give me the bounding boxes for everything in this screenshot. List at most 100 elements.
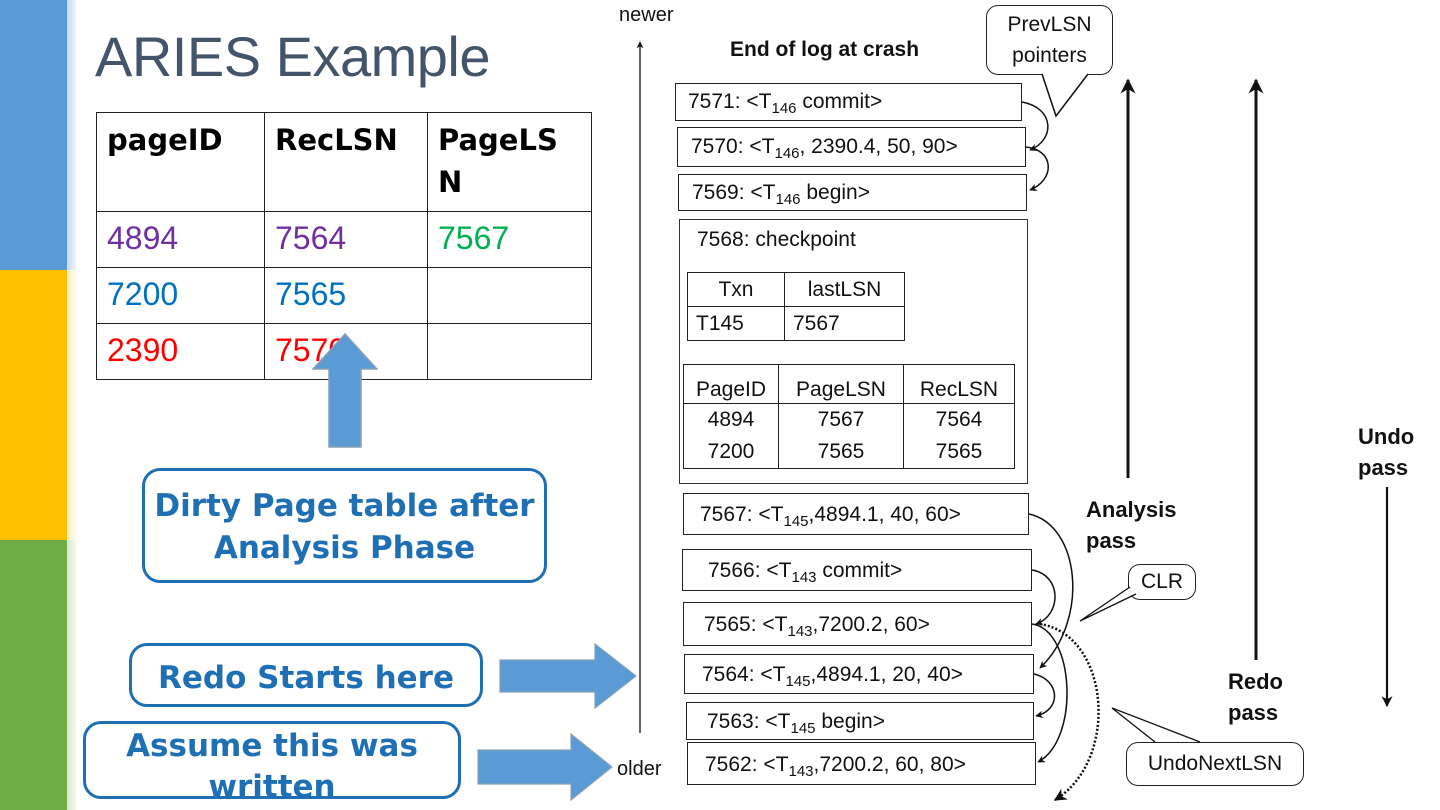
label-line: Analysis [1086, 497, 1177, 522]
table-header-row: Txn lastLSN [687, 272, 905, 307]
log-txn: 145 [790, 720, 816, 737]
cell-pagelsn: 7565 [778, 436, 904, 469]
log-prefix: <T [765, 710, 791, 733]
cell-pagelsn [427, 267, 592, 324]
callout-dirty-page-table: Dirty Page table after Analysis Phase [142, 468, 547, 583]
log-record: 7563: <T145 begin> [686, 702, 1034, 740]
right-block-arrow-icon [499, 643, 637, 709]
log-prefix: <T [749, 135, 775, 158]
log-txn: 143 [788, 763, 814, 780]
log-record: 7565: <T143,7200.2, 60> [683, 602, 1032, 646]
log-prefix: <T [762, 613, 788, 636]
cell-pageid: 4894 [683, 403, 779, 436]
label-line: pass [1086, 528, 1137, 553]
sidebar-strip-green [67, 540, 76, 810]
table-row: 2390 7570 [96, 323, 592, 380]
header-lastlsn: lastLSN [784, 272, 905, 307]
prevlsn-pointer [1031, 623, 1068, 763]
undonextlsn-pointer [1039, 622, 1100, 802]
header-txn: Txn [687, 272, 785, 307]
sidebar-band-green [0, 540, 67, 810]
log-body: ,4894.1, 20, 40> [810, 663, 963, 686]
callout-assume-written: Assume this was written [83, 721, 461, 805]
prevlsn-pointers-bubble: PrevLSN pointers [986, 5, 1113, 75]
log-record: 7564: <T145,4894.1, 20, 40> [684, 654, 1034, 694]
prevlsn-pointer [1033, 673, 1056, 719]
log-txn: 145 [785, 673, 811, 690]
bubble-tail [1111, 707, 1201, 743]
log-txn: 143 [791, 569, 817, 586]
label-line: pass [1228, 700, 1279, 725]
log-body: ,4894.1, 40, 60> [808, 503, 961, 526]
sidebar-strip-blue [67, 0, 76, 270]
log-txn: 146 [774, 145, 800, 162]
transaction-table: Txn lastLSN T145 7567 [687, 272, 905, 341]
log-prefix: <T [758, 503, 784, 526]
table-row: 4894 7564 7567 [96, 211, 592, 268]
log-lsn: 7562 [705, 753, 752, 776]
log-prefix: <T [746, 90, 772, 113]
cell-reclsn: 7564 [903, 403, 1015, 436]
log-txn: 143 [787, 623, 813, 640]
prevlsn-pointer [1031, 569, 1056, 626]
cell-pagelsn: 7567 [778, 403, 904, 436]
cell-txn: T145 [687, 306, 785, 341]
log-body: begin> [815, 710, 885, 733]
log-record: 7567: <T145,4894.1, 40, 60> [683, 493, 1029, 535]
bubble-line: pointers [1012, 44, 1087, 67]
cell-reclsn: 7565 [264, 267, 428, 324]
clr-bubble: CLR [1128, 564, 1196, 600]
header-reclsn: RecLSN [264, 112, 428, 212]
log-txn: 145 [783, 513, 809, 530]
end-of-log-label: End of log at crash [730, 38, 920, 61]
log-body: begin> [800, 181, 870, 204]
log-body: commit> [796, 90, 883, 113]
log-body: ,7200.2, 60> [812, 613, 930, 636]
table-row: 7200 7565 [96, 267, 592, 324]
right-block-arrow-icon [477, 733, 613, 801]
callout-redo-starts: Redo Starts here [129, 643, 483, 707]
log-lsn: 7565 [704, 613, 751, 636]
log-record: 7562: <T143,7200.2, 60, 80> [687, 742, 1036, 785]
checkpoint-record [679, 219, 1028, 484]
undo-pass-label: Undo pass [1358, 421, 1414, 483]
table-row: 7200 7565 7565 [683, 436, 1015, 469]
log-body: commit> [816, 559, 903, 582]
cell-pageid: 2390 [96, 323, 265, 380]
bubble-line: PrevLSN [1007, 13, 1092, 36]
log-record: 7571: <T146 commit> [675, 83, 1022, 121]
checkpoint-dirty-page-table: PageID PageLSN RecLSN 4894 7567 7564 720… [683, 364, 1015, 469]
cell-pageid: 4894 [96, 211, 265, 268]
cell-pageid: 7200 [96, 267, 265, 324]
cell-reclsn: 7565 [903, 436, 1015, 469]
table-row: T145 7567 [687, 306, 905, 341]
cell-pageid: 7200 [683, 436, 779, 469]
table-header-row: PageID PageLSN RecLSN [683, 364, 1015, 404]
cell-reclsn: 7564 [264, 211, 428, 268]
sidebar-band-blue [0, 0, 67, 270]
up-block-arrow-icon [312, 333, 378, 448]
header-pagelsn: PageLSN [778, 364, 904, 404]
log-lsn: 7567 [700, 503, 747, 526]
bubble-tail [1079, 586, 1137, 622]
header-pageid: PageID [683, 364, 779, 404]
log-record: 7569: <T146 begin> [678, 174, 1027, 211]
log-lsn: 7566 [708, 559, 755, 582]
redo-pass-label: Redo pass [1228, 666, 1283, 728]
log-prefix: <T [763, 753, 789, 776]
log-prefix: <T [750, 181, 776, 204]
log-lsn: 7564 [702, 663, 749, 686]
log-record: 7566: <T143 commit> [682, 549, 1032, 591]
older-label: older [617, 758, 662, 780]
header-reclsn: RecLSN [903, 364, 1015, 404]
label-line: pass [1358, 455, 1409, 480]
log-body: ,7200.2, 60, 80> [813, 753, 966, 776]
checkpoint-title: 7568: checkpoint [697, 228, 856, 251]
label-line: Redo [1228, 669, 1283, 694]
log-prefix: <T [760, 663, 786, 686]
log-lsn: 7569 [692, 181, 739, 204]
bubble-tail [1041, 73, 1089, 118]
